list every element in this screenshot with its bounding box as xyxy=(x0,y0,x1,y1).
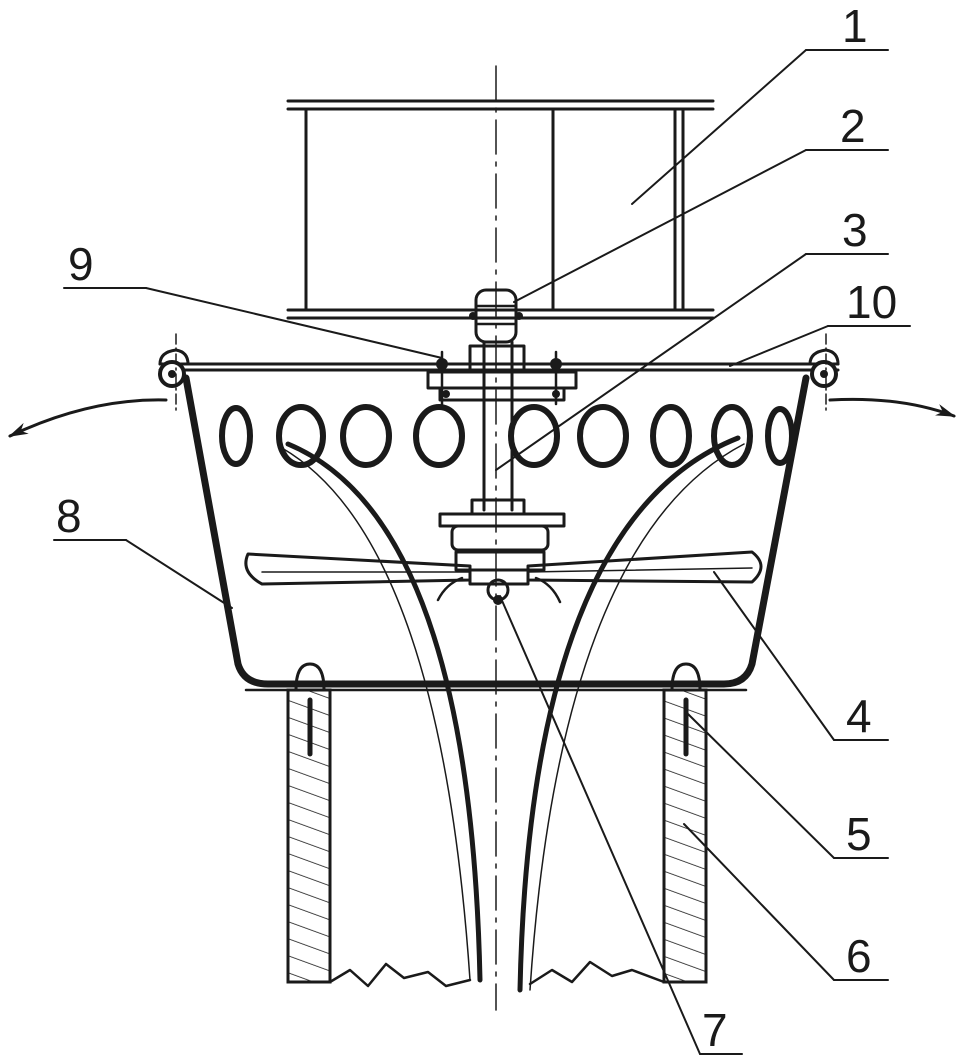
pipe-section xyxy=(328,960,666,988)
fan-blade xyxy=(244,550,763,604)
leader-lines xyxy=(53,49,911,1055)
airflow-arrow-left xyxy=(8,398,168,438)
bearing-flange xyxy=(426,344,578,406)
label-3: 3 xyxy=(842,204,868,256)
label-6: 6 xyxy=(846,930,872,982)
label-1: 1 xyxy=(842,0,868,52)
shaft-coupling xyxy=(469,288,523,344)
label-8: 8 xyxy=(56,490,82,542)
label-4: 4 xyxy=(846,690,872,742)
label-7: 7 xyxy=(702,1004,728,1056)
label-10: 10 xyxy=(846,276,897,328)
housing-bowl xyxy=(158,333,840,692)
label-5: 5 xyxy=(846,808,872,860)
label-9: 9 xyxy=(68,238,94,290)
support-post-left xyxy=(286,662,332,984)
label-2: 2 xyxy=(840,100,866,152)
guide-tubes xyxy=(281,435,745,993)
rotor-drum xyxy=(286,99,715,320)
support-post-right xyxy=(662,662,708,984)
lower-bearing-housing xyxy=(438,498,566,605)
vertical-shaft xyxy=(482,340,514,512)
vent-holes xyxy=(219,404,795,468)
airflow-arrow-right xyxy=(828,397,956,418)
top-crossbar xyxy=(158,362,840,372)
